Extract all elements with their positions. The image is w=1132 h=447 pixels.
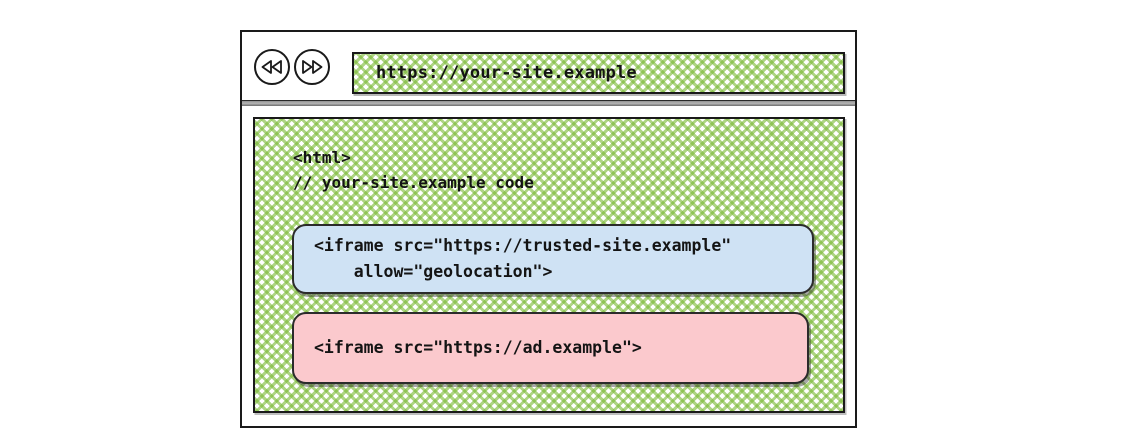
fast-forward-icon [301, 60, 323, 74]
browser-window: https://your-site.example <html> // your… [240, 30, 857, 428]
page-code-snippet: <html> // your-site.example code [293, 148, 534, 192]
back-button[interactable] [254, 49, 290, 85]
rewind-icon [261, 60, 283, 74]
navigation-buttons [254, 49, 330, 85]
ad-iframe[interactable]: <iframe src="https://ad.example"> [292, 312, 809, 384]
trusted-site-iframe-code: <iframe src="https://trusted-site.exampl… [314, 236, 732, 281]
browser-chrome: https://your-site.example [242, 32, 855, 102]
address-bar-url: https://your-site.example [376, 63, 637, 83]
ad-iframe-code: <iframe src="https://ad.example"> [314, 338, 642, 357]
address-bar[interactable]: https://your-site.example [352, 52, 845, 94]
page-content-panel: <html> // your-site.example code <iframe… [253, 117, 845, 413]
forward-button[interactable] [294, 49, 330, 85]
chrome-separator [242, 100, 855, 106]
trusted-site-iframe[interactable]: <iframe src="https://trusted-site.exampl… [292, 224, 814, 294]
